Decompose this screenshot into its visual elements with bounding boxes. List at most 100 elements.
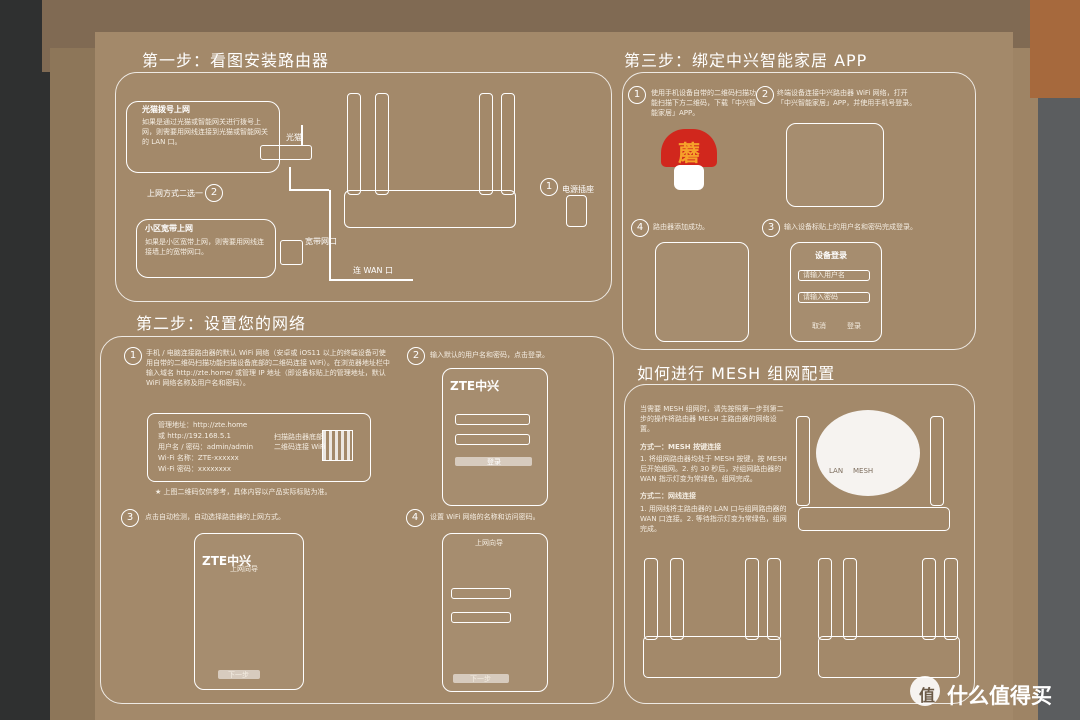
antenna-4 bbox=[501, 93, 515, 195]
mushroom-stem bbox=[674, 165, 704, 190]
step3-text3: 输入设备标贴上的用户名和密码完成登录。 bbox=[784, 223, 917, 231]
mesh-method1-text: 1. 将组网路由器均处于 MESH 按键，按 MESH 后开始组网。2. 约 3… bbox=[640, 455, 787, 483]
mesh-method2-title: 方式二：网线连接 bbox=[640, 492, 696, 500]
step2-text2: 输入默认的用户名和密码，点击登录。 bbox=[430, 351, 549, 359]
device-cancel-button[interactable]: 取消 bbox=[812, 322, 826, 330]
label-line-2: 或 http://192.168.5.1 bbox=[158, 432, 231, 440]
step3-text4: 路由器添加成功。 bbox=[653, 223, 709, 231]
step1-panel bbox=[115, 72, 612, 302]
step2-text4: 设置 WiFi 网络的名称和访问密码。 bbox=[430, 513, 540, 521]
wifi-next-label: 下一步 bbox=[470, 675, 491, 683]
bubble-broadband bbox=[136, 219, 276, 278]
wan-cable-bottom bbox=[329, 279, 413, 281]
phone-login-brand: ZTE中兴 bbox=[450, 379, 500, 393]
mesh-zoom-circle bbox=[816, 410, 920, 496]
mushroom-sticker: 蘑 bbox=[661, 129, 717, 191]
step1-number-1: 1 bbox=[540, 178, 558, 196]
device-login-button[interactable]: 登录 bbox=[847, 322, 861, 330]
wall-socket-label: 宽带网口 bbox=[305, 237, 337, 246]
mesh-antenna-right-2 bbox=[843, 558, 857, 640]
bubble-modem-title: 光猫拨号上网 bbox=[142, 105, 190, 114]
modem-label: 光猫 bbox=[286, 133, 302, 142]
choose-label: 上网方式二选一 bbox=[147, 189, 203, 198]
device-password-placeholder: 请输入密码 bbox=[803, 293, 838, 301]
wifi-password-field bbox=[451, 612, 511, 623]
device-user-field[interactable] bbox=[798, 270, 870, 281]
label-card bbox=[147, 413, 371, 482]
box-inner-panel bbox=[95, 32, 1013, 720]
wifi-name-field bbox=[451, 588, 511, 599]
step2-number-1: 1 bbox=[124, 347, 142, 365]
label-line-5: Wi-Fi 密码：xxxxxxxx bbox=[158, 465, 232, 473]
mesh-intro: 当需要 MESH 组网时，请先按照第一步到第二步的操作将路由器 MESH 主路由… bbox=[640, 405, 784, 433]
device-login-title: 设备登录 bbox=[815, 251, 847, 260]
device-password-field[interactable] bbox=[798, 292, 870, 303]
step3-number-1: 1 bbox=[628, 86, 646, 104]
step2-number-4: 4 bbox=[406, 509, 424, 527]
step2-number-2: 2 bbox=[407, 347, 425, 365]
mesh-antenna-1 bbox=[796, 416, 810, 506]
wan-cable bbox=[329, 190, 331, 280]
mesh-method1-title: 方式一：MESH 按键连接 bbox=[640, 443, 722, 451]
step2-text1: 手机 / 电脑连接路由器的默认 WiFi 网络（安卓或 iOS11 以上的终端设… bbox=[146, 349, 390, 387]
mushroom-char: 蘑 bbox=[677, 142, 700, 167]
login-user-field bbox=[455, 414, 530, 425]
qr-code-icon bbox=[322, 430, 353, 461]
mesh-antenna-left-3 bbox=[745, 558, 759, 640]
phone-detect-tab: 上网向导 bbox=[230, 565, 258, 573]
mesh-antenna-left-1 bbox=[644, 558, 658, 640]
phone-detect-brand: ZTE中兴 bbox=[202, 554, 252, 568]
step2-note: ★ 上图二维码仅供参考，具体内容以产品实际标贴为准。 bbox=[155, 488, 332, 496]
wifi-next-button[interactable] bbox=[453, 674, 509, 683]
step1-title: 第一步：看图安装路由器 bbox=[142, 51, 330, 70]
step3-text1: 使用手机设备自带的二维码扫描功能扫描下方二维码，下载「中兴智能家居」APP。 bbox=[651, 89, 756, 117]
modem-device bbox=[260, 145, 312, 160]
antenna-3 bbox=[479, 93, 493, 195]
step3-number-2: 2 bbox=[756, 86, 774, 104]
step3-text2: 终端设备连接中兴路由器 WiFi 网络，打开「中兴智能家居」APP，并使用手机号… bbox=[777, 89, 917, 107]
power-adapter bbox=[566, 195, 587, 227]
router-step1 bbox=[344, 190, 516, 228]
label-line-1: 管理地址：http://zte.home bbox=[158, 421, 248, 429]
label-line-4: Wi-Fi 名称：ZTE-xxxxxx bbox=[158, 454, 239, 462]
dark-surface-right bbox=[1030, 0, 1080, 720]
login-button[interactable] bbox=[455, 457, 532, 466]
mesh-port-lan: LAN bbox=[829, 467, 844, 475]
mesh-antenna-right-1 bbox=[818, 558, 832, 640]
mesh-router-diagram bbox=[798, 507, 950, 531]
cable-modem bbox=[289, 167, 291, 189]
bubble-broadband-title: 小区宽带上网 bbox=[145, 224, 193, 233]
scan-text: 扫描路由器底部二维码连接 WiFi bbox=[274, 433, 326, 451]
mesh-router-left bbox=[643, 636, 781, 678]
mesh-antenna-right-3 bbox=[922, 558, 936, 640]
detect-next-button[interactable] bbox=[218, 670, 260, 679]
step2-number-3: 3 bbox=[121, 509, 139, 527]
phone-wifi-tab: 上网向导 bbox=[475, 539, 503, 547]
mesh-antenna-2 bbox=[930, 416, 944, 506]
bubble-broadband-text: 如果是小区宽带上网，则需要用网线连接墙上的宽带网口。 bbox=[145, 238, 264, 256]
step2-panel bbox=[100, 336, 614, 704]
phone-success bbox=[655, 242, 749, 342]
label-line-3: 用户名 / 密码：admin/admin bbox=[158, 443, 254, 451]
step1-number-2: 2 bbox=[205, 184, 223, 202]
device-user-placeholder: 请输入用户名 bbox=[803, 271, 845, 279]
phone-app bbox=[786, 123, 884, 207]
mushroom-cap bbox=[661, 129, 717, 167]
mesh-antenna-right-4 bbox=[944, 558, 958, 640]
login-password-field bbox=[455, 434, 530, 445]
mesh-port-mesh: MESH bbox=[853, 467, 874, 475]
power-label: 电源插座 bbox=[562, 185, 594, 194]
phone-login bbox=[442, 368, 548, 506]
step3-panel bbox=[622, 72, 976, 350]
mesh-router-right bbox=[818, 636, 960, 678]
watermark-text: 什么值得买 bbox=[947, 684, 1052, 708]
wall-socket bbox=[280, 240, 303, 265]
modem-antenna bbox=[301, 125, 303, 145]
step2-text3: 点击自动检测，自动选择路由器的上网方式。 bbox=[145, 513, 285, 521]
step3-title: 第三步：绑定中兴智能家居 APP bbox=[624, 51, 868, 70]
mesh-panel bbox=[624, 384, 975, 704]
antenna-2 bbox=[375, 93, 389, 195]
mesh-method2-text: 1. 用网线将主路由器的 LAN 口与组网路由器的 WAN 口连接。2. 等待指… bbox=[640, 505, 787, 533]
step3-number-3: 3 bbox=[762, 219, 780, 237]
mesh-title: 如何进行 MESH 组网配置 bbox=[637, 364, 836, 383]
